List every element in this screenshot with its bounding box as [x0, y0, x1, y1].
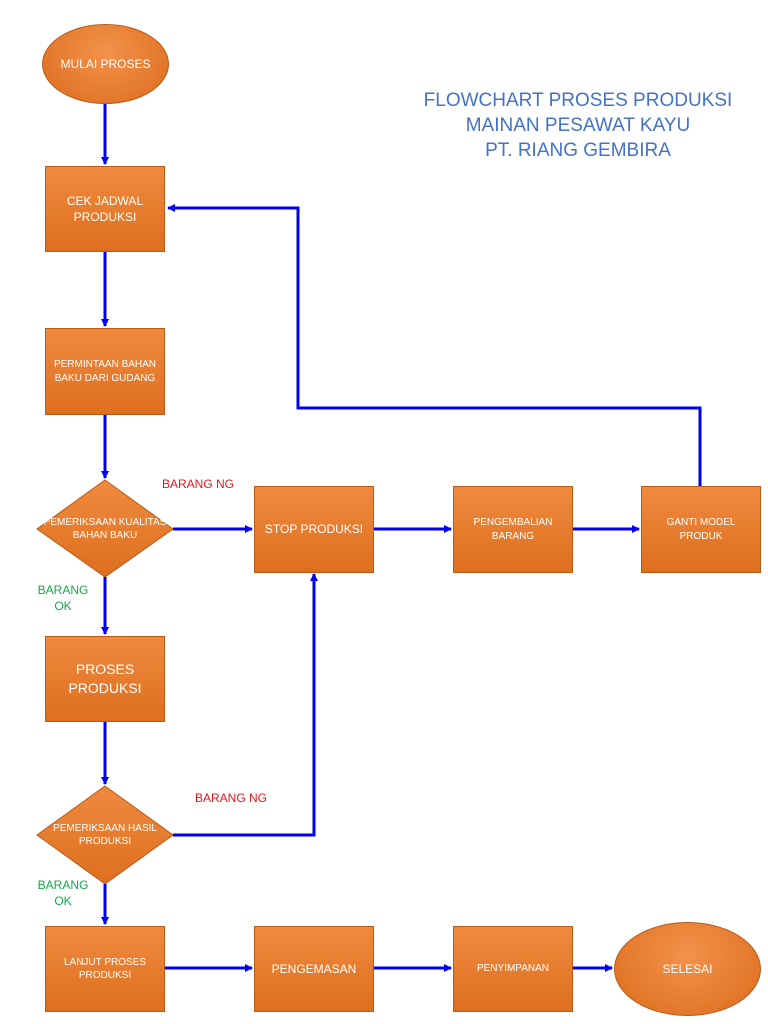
- node-mulai-proses: MULAI PROSES: [42, 24, 169, 104]
- arrow-periksa-hasil-to-stop: [173, 573, 318, 837]
- arrow-ganti-to-cek: [167, 204, 702, 486]
- label-barang-ok-hasil: BARANG OK: [37, 878, 89, 908]
- node-stop-produksi: STOP PRODUKSI: [254, 486, 374, 573]
- node-pengembalian-barang: PENGEMBALIAN BARANG: [453, 486, 573, 573]
- node-lanjut-proses-produksi: LANJUT PROSES PRODUKSI: [45, 926, 165, 1012]
- node-permintaan-bahan-baku: PERMINTAAN BAHAN BAKU DARI GUDANG: [45, 328, 165, 415]
- node-pemeriksaan-kualitas-bahan-baku: PEMERIKSAAN KUALITAS BAHAN BAKU: [43, 516, 167, 542]
- node-proses-produksi: PROSES PRODUKSI: [45, 636, 165, 722]
- node-ganti-model-produk: GANTI MODEL PRODUK: [641, 486, 761, 573]
- label-barang-ng-hasil: BARANG NG: [194, 791, 267, 805]
- node-penyimpanan: PENYIMPANAN: [453, 926, 573, 1012]
- node-selesai: SELESAI: [614, 922, 761, 1016]
- node-pengemasan: PENGEMASAN: [254, 926, 374, 1012]
- label-barang-ng-bahan: BARANG NG: [161, 477, 234, 491]
- node-pemeriksaan-hasil-produksi: PEMERIKSAAN HASIL PRODUKSI: [53, 822, 157, 848]
- node-cek-jadwal-produksi: CEK JADWAL PRODUKSI: [45, 166, 165, 252]
- label-barang-ok-bahan: BARANG OK: [37, 583, 89, 613]
- diagram-title: FLOWCHART PROSES PRODUKSI MAINAN PESAWAT…: [423, 90, 733, 161]
